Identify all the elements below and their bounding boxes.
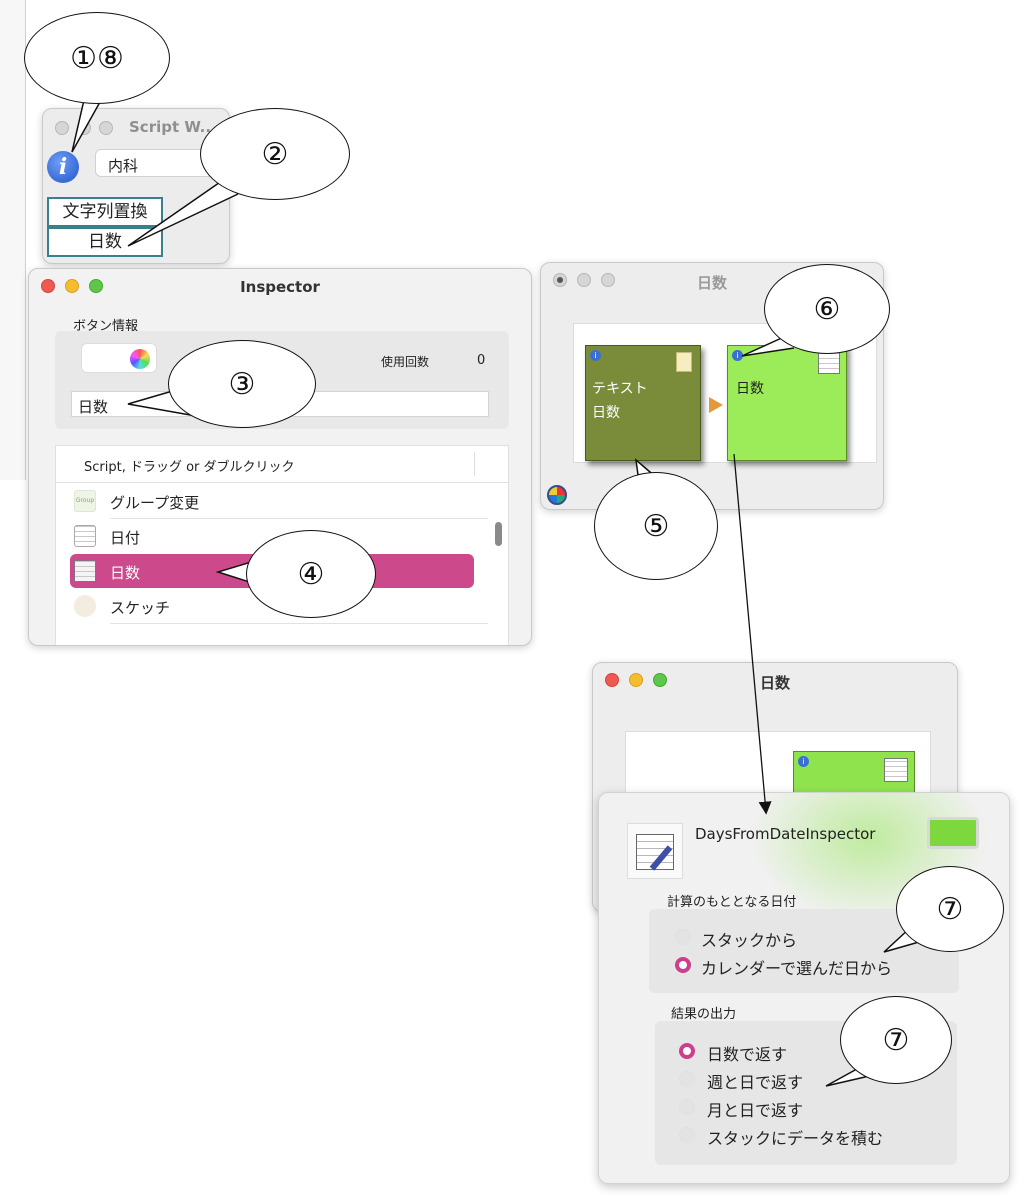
option-label: 週と日で返す bbox=[707, 1073, 804, 1092]
text-block[interactable]: i テキスト 日数 bbox=[585, 345, 701, 461]
close-button[interactable] bbox=[41, 279, 55, 293]
field-value: 日数 bbox=[78, 398, 109, 416]
window-title: Script W... bbox=[129, 118, 217, 136]
block-info-icon[interactable]: i bbox=[590, 350, 601, 361]
group-icon: Group bbox=[74, 490, 96, 512]
callout-4: ④ bbox=[246, 530, 376, 618]
close-button[interactable] bbox=[553, 273, 567, 287]
days-block[interactable]: i 日数 bbox=[727, 345, 847, 461]
radio-months-days[interactable] bbox=[679, 1099, 695, 1115]
flow-arrow-icon bbox=[709, 397, 723, 413]
info-icon[interactable]: i bbox=[47, 151, 79, 183]
button-label: 日数 bbox=[88, 232, 122, 252]
callout-1-8: ①⑧ bbox=[24, 12, 170, 104]
callout-2: ② bbox=[200, 108, 350, 200]
callout-7a: ⑦ bbox=[896, 866, 1004, 952]
palette-icon[interactable] bbox=[547, 485, 567, 505]
radio-from-calendar[interactable] bbox=[675, 957, 691, 973]
list-item-label: スケッチ bbox=[110, 599, 171, 617]
document-icon bbox=[676, 352, 692, 372]
button-string-replace[interactable]: 文字列置換 bbox=[47, 197, 163, 227]
popup-value: 内科 bbox=[108, 157, 139, 175]
minimize-button[interactable] bbox=[65, 279, 79, 293]
list-item[interactable]: 日付 bbox=[56, 519, 508, 553]
zoom-button[interactable] bbox=[601, 273, 615, 287]
option-label: カレンダーで選んだ日から bbox=[701, 959, 893, 978]
scroll-thumb[interactable] bbox=[495, 522, 502, 546]
list-item[interactable]: Group グループ変更 bbox=[56, 484, 508, 518]
days-window-top: 日数 i テキスト 日数 i 日数 bbox=[540, 262, 884, 510]
block-line1: 日数 bbox=[736, 381, 764, 397]
zoom-button[interactable] bbox=[89, 279, 103, 293]
zoom-button[interactable] bbox=[653, 673, 667, 687]
section-label: ボタン情報 bbox=[73, 319, 139, 334]
scrollbar[interactable] bbox=[492, 486, 504, 645]
days-calendar-icon bbox=[627, 823, 683, 879]
color-well[interactable] bbox=[81, 343, 157, 373]
callout-7b: ⑦ bbox=[840, 996, 952, 1084]
option-label: スタックから bbox=[701, 931, 798, 950]
days-calendar-icon bbox=[818, 352, 840, 374]
close-button[interactable] bbox=[605, 673, 619, 687]
close-button[interactable] bbox=[55, 121, 69, 135]
list-item-label: グループ変更 bbox=[110, 494, 200, 512]
usage-label: 使用回数 bbox=[381, 355, 430, 369]
minimize-button[interactable] bbox=[77, 121, 91, 135]
list-item[interactable]: スケッチ bbox=[56, 589, 508, 623]
radio-from-stack[interactable] bbox=[675, 929, 691, 945]
minimize-button[interactable] bbox=[629, 673, 643, 687]
radio-days[interactable] bbox=[679, 1043, 695, 1059]
minimize-button[interactable] bbox=[577, 273, 591, 287]
days-calendar-icon bbox=[884, 758, 908, 782]
sketch-icon bbox=[74, 595, 96, 617]
callout-6: ⑥ bbox=[764, 264, 890, 354]
block-info-icon[interactable]: i bbox=[798, 756, 809, 767]
option-label: スタックにデータを積む bbox=[707, 1129, 884, 1148]
header-divider bbox=[474, 452, 475, 476]
radio-weeks-days[interactable] bbox=[679, 1071, 695, 1087]
background-window-edge bbox=[0, 0, 26, 480]
block-line1: テキスト bbox=[592, 381, 648, 397]
block-info-icon[interactable]: i bbox=[732, 350, 743, 361]
callout-3: ③ bbox=[168, 340, 316, 428]
usage-count: 0 bbox=[477, 353, 486, 368]
zoom-button[interactable] bbox=[99, 121, 113, 135]
list-item-label: 日付 bbox=[110, 529, 141, 547]
days-inspector-popover: DaysFromDateInspector 計算のもととなる日付 スタックから … bbox=[598, 792, 1010, 1184]
list-header: Script, ドラッグ or ダブルクリック bbox=[84, 460, 295, 475]
radio-push-stack[interactable] bbox=[679, 1127, 695, 1143]
list-item-label: 日数 bbox=[110, 564, 141, 582]
days-calendar-icon bbox=[74, 560, 96, 582]
block-line2: 日数 bbox=[592, 405, 620, 421]
option-label: 月と日で返す bbox=[707, 1101, 804, 1120]
calendar-icon bbox=[74, 525, 96, 547]
button-days[interactable]: 日数 bbox=[47, 227, 163, 257]
window-title: 日数 bbox=[759, 674, 790, 692]
section2-label: 結果の出力 bbox=[671, 1007, 737, 1022]
section1-label: 計算のもととなる日付 bbox=[667, 895, 797, 910]
script-window: Script W... i 内科 文字列置換 日数 bbox=[42, 108, 230, 264]
callout-5: ⑤ bbox=[594, 472, 718, 580]
button-label: 文字列置換 bbox=[62, 202, 148, 222]
popover-title: DaysFromDateInspector bbox=[695, 825, 876, 843]
color-wheel-icon bbox=[130, 349, 150, 369]
window-title: 日数 bbox=[696, 274, 727, 292]
option-label: 日数で返す bbox=[707, 1045, 788, 1064]
window-title: Inspector bbox=[240, 278, 320, 296]
header-rule bbox=[56, 482, 508, 483]
color-swatch[interactable] bbox=[927, 817, 979, 849]
